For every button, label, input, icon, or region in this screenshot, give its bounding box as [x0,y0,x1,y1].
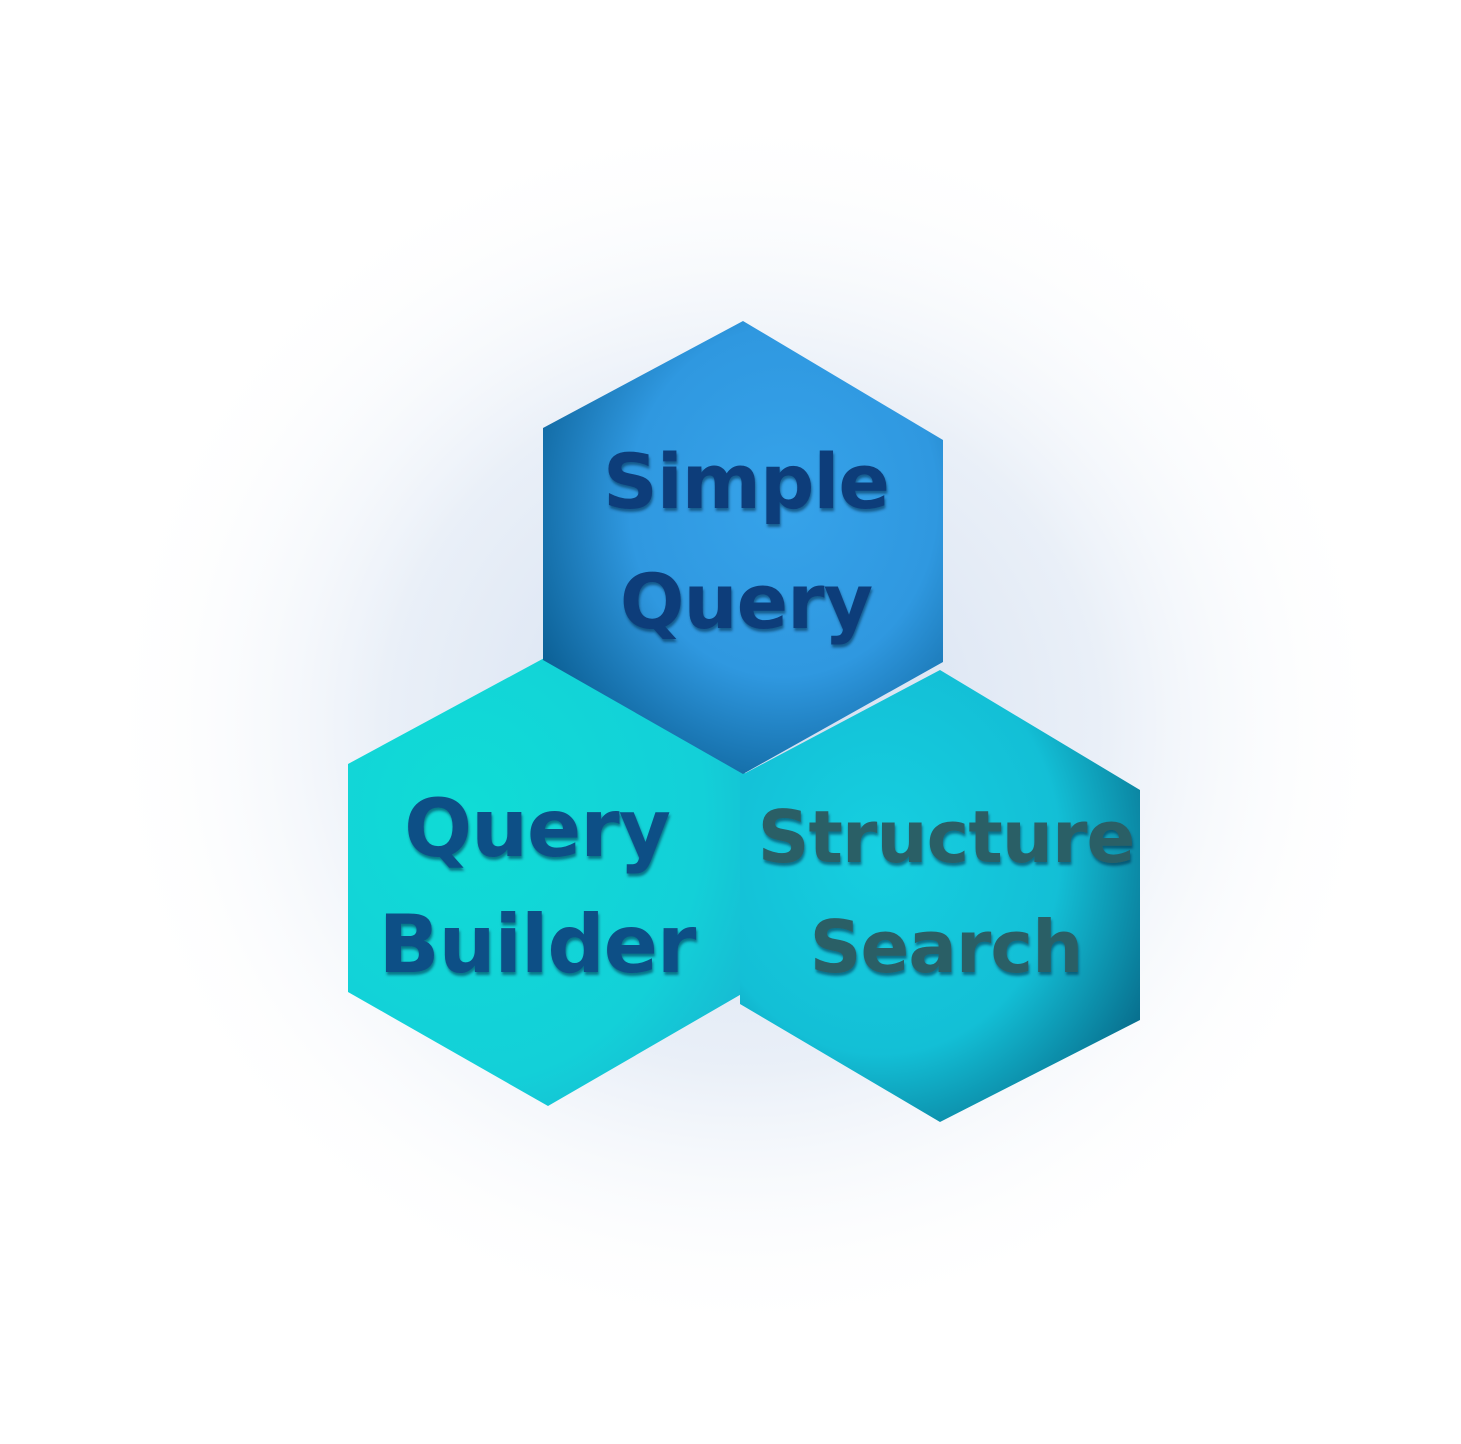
hexagon-structure-search: Structure Search [740,670,1140,1122]
hexagon-query-builder-label-line2: Builder [379,898,697,991]
hexagon-structure-search-label-line1: Structure [758,795,1135,879]
hexagon-simple-query-label-line2: Query [620,557,873,646]
hexagon-simple-query-label-line1: Simple [603,437,889,526]
hexagon-query-builder: Query Builder [348,656,745,1106]
hexagon-structure-search-shape [740,670,1140,1122]
hexagon-structure-search-label-line2: Search [810,905,1083,989]
hexagon-simple-query: Simple Query [543,321,943,774]
hexagon-simple-query-shape [543,321,943,774]
hexagon-query-builder-label-line1: Query [404,782,670,875]
hexagon-query-builder-shape [348,656,745,1106]
